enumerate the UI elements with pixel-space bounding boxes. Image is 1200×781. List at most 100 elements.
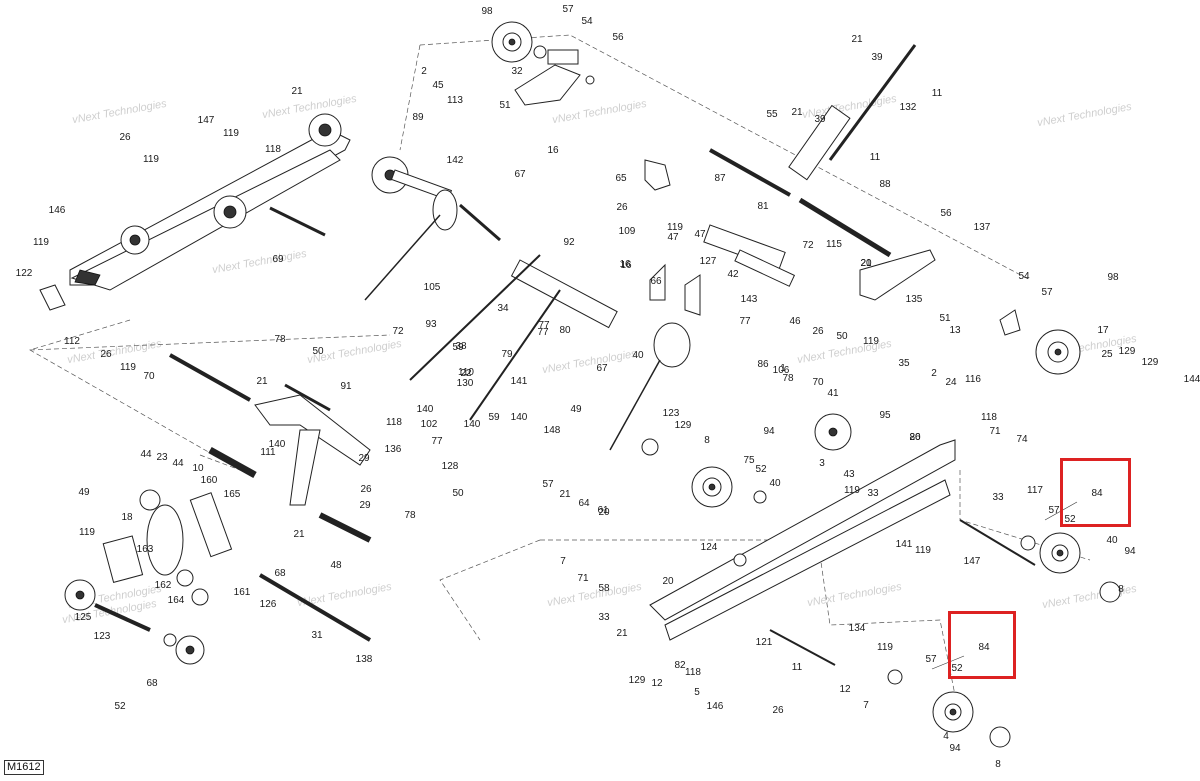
callout-label: 45 (432, 80, 444, 91)
callout-label: 130 (457, 378, 474, 389)
callout-label: 1 (780, 363, 786, 374)
callout-label: 52 (114, 701, 126, 712)
callout-label: 161 (234, 587, 251, 598)
callout-label: 21 (256, 376, 268, 387)
callout-label: 118 (265, 144, 281, 155)
callout-label: 115 (826, 239, 842, 250)
callout-label: 160 (201, 475, 218, 486)
callout-label: 94 (763, 426, 775, 437)
highlight-callout-label: 52 (1064, 514, 1076, 525)
callout-label: 57 (1048, 505, 1060, 516)
callout-label: 118 (981, 412, 997, 423)
callout-label: 123 (94, 631, 111, 642)
callout-label: 80 (559, 325, 571, 336)
callout-label: 33 (867, 488, 879, 499)
watermark-text: vNext Technologies (541, 348, 638, 377)
callout-label: 8 (704, 435, 710, 446)
callout-label: 109 (619, 226, 636, 237)
callout-label: 22 (460, 368, 472, 379)
callout-label: 112 (64, 336, 80, 347)
callout-label: 56 (940, 208, 952, 219)
callout-label: 72 (392, 326, 404, 337)
idler-wheel-98-right (999, 309, 1081, 375)
idler-wheel-89 (371, 156, 458, 231)
idler-wheel-75 (641, 438, 767, 508)
callout-label: 82 (674, 660, 686, 671)
callout-label: 16 (620, 260, 632, 271)
callout-label: 68 (274, 568, 286, 579)
callout-label: 26 (100, 349, 112, 360)
highlight-box (1060, 458, 1131, 527)
callout-label: 61 (597, 505, 609, 516)
highlight-box (948, 611, 1016, 679)
callout-label: 21 (559, 489, 571, 500)
callout-label: 140 (417, 404, 434, 415)
callout-label: 142 (447, 155, 464, 166)
callout-label: 29 (359, 500, 371, 511)
front-shock-160 (102, 489, 233, 606)
callout-label: 54 (1018, 271, 1030, 282)
callout-label: 88 (879, 179, 891, 190)
callout-label: 33 (992, 492, 1004, 503)
callout-label: 140 (269, 439, 286, 450)
callout-label: 3 (819, 458, 825, 469)
callout-label: 11 (932, 88, 943, 99)
callout-label: 42 (727, 269, 739, 280)
callout-label: 106 (773, 365, 790, 376)
idler-wheel-98-top (491, 21, 595, 106)
callout-label: 50 (836, 331, 848, 342)
highlight-callout-label: 84 (978, 642, 990, 653)
rear-rail-left (39, 113, 351, 311)
callout-label: 35 (898, 358, 910, 369)
watermark-text: vNext Technologies (261, 93, 358, 122)
callout-label: 59 (452, 342, 464, 353)
callout-label: 54 (581, 16, 593, 27)
callout-label: 110 (458, 367, 474, 378)
callout-label: 66 (650, 276, 662, 287)
callout-label: 98 (481, 6, 493, 17)
callout-label: 47 (694, 229, 706, 240)
callout-label: 41 (827, 388, 839, 399)
callout-label: 123 (663, 408, 680, 419)
callout-label: 164 (168, 595, 185, 606)
callout-label: 77 (431, 436, 443, 447)
callout-label: 126 (260, 599, 277, 610)
callout-label: 50 (452, 488, 464, 499)
callout-label: 57 (1041, 287, 1053, 298)
callout-label: 72 (802, 240, 814, 251)
callout-label: 8 (995, 759, 1001, 770)
callout-label: 86 (909, 432, 921, 443)
callout-label: 125 (75, 612, 92, 623)
callout-label: 77 (739, 316, 751, 327)
callout-label: 55 (766, 109, 778, 120)
callout-label: 20 (860, 258, 872, 269)
callout-label: 71 (577, 573, 589, 584)
callout-label: 70 (143, 371, 155, 382)
callout-label: 40 (769, 478, 781, 489)
callout-label: 18 (121, 512, 133, 523)
callout-label: 38 (455, 341, 467, 352)
callout-label: 69 (272, 254, 284, 265)
callout-label: 140 (511, 412, 528, 423)
callout-label: 70 (812, 377, 824, 388)
callout-label: 24 (945, 377, 957, 388)
callout-label: 129 (1119, 346, 1136, 357)
callout-label: 129 (1142, 357, 1159, 368)
callout-label: 11 (792, 662, 803, 673)
callout-label: 95 (879, 410, 891, 421)
callout-label: 71 (989, 426, 1001, 437)
callout-label: 56 (612, 32, 624, 43)
callout-label: 78 (782, 373, 794, 384)
callout-label: 136 (385, 444, 402, 455)
watermark-text: vNext Technologies (66, 338, 163, 367)
callout-label: 64 (578, 498, 590, 509)
callout-label: 116 (965, 374, 981, 385)
callout-label: 144 (1184, 374, 1200, 385)
callout-label: 111 (260, 447, 276, 458)
callout-label: 23 (156, 452, 168, 463)
watermark-text: vNext Technologies (546, 581, 643, 610)
callout-label: 46 (789, 316, 801, 327)
callout-label: 91 (340, 381, 352, 392)
